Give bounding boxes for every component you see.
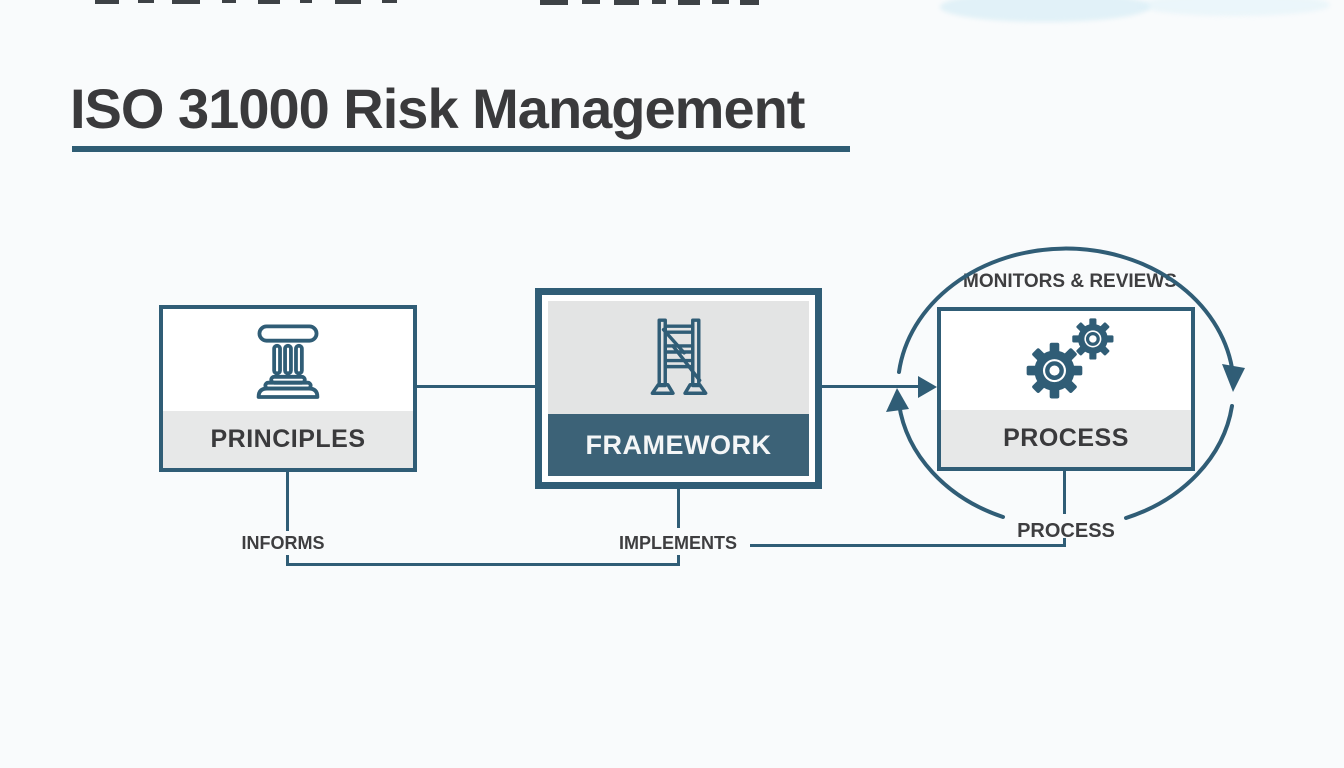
cycle-label-process: PROCESS: [1017, 520, 1115, 542]
framework-process-arrowhead-icon: [918, 376, 937, 398]
title-underline: [72, 146, 850, 152]
connector-process-down: [1063, 471, 1066, 514]
framework-icon-area: [548, 301, 809, 414]
connector-implements-process: [750, 544, 1066, 547]
page-title: ISO 31000 Risk Management: [70, 77, 805, 140]
connector-informs-stub: [286, 555, 289, 566]
connector-process-tick: [1063, 538, 1066, 547]
connector-implements-stub: [677, 555, 680, 566]
pillar-icon: [256, 324, 320, 399]
principles-icon-area: [163, 309, 413, 411]
cycle-arrowhead-down-icon: [1222, 364, 1245, 392]
cycle-label-monitors-reviews: MONITORS & REVIEWS: [963, 271, 1177, 292]
process-icon-area: [941, 311, 1191, 410]
edge-label-informs: INFORMS: [241, 533, 325, 553]
edge-label-implements: IMPLEMENTS: [618, 533, 737, 553]
connector-principles-framework: [417, 385, 535, 388]
connector-framework-down: [677, 488, 680, 528]
process-label: PROCESS: [941, 410, 1191, 467]
node-framework: FRAMEWORK: [535, 288, 822, 489]
framework-label: FRAMEWORK: [548, 414, 809, 476]
connector-principles-down: [286, 472, 289, 531]
node-process: PROCESS: [937, 307, 1195, 471]
scaffold-icon: [650, 317, 707, 395]
connector-framework-process: [822, 385, 919, 388]
node-principles: PRINCIPLES: [159, 305, 417, 472]
principles-label: PRINCIPLES: [163, 411, 413, 468]
gears-icon: [1026, 317, 1114, 398]
cycle-arrowhead-up-icon: [886, 388, 909, 412]
connector-bottom-run: [286, 563, 680, 566]
